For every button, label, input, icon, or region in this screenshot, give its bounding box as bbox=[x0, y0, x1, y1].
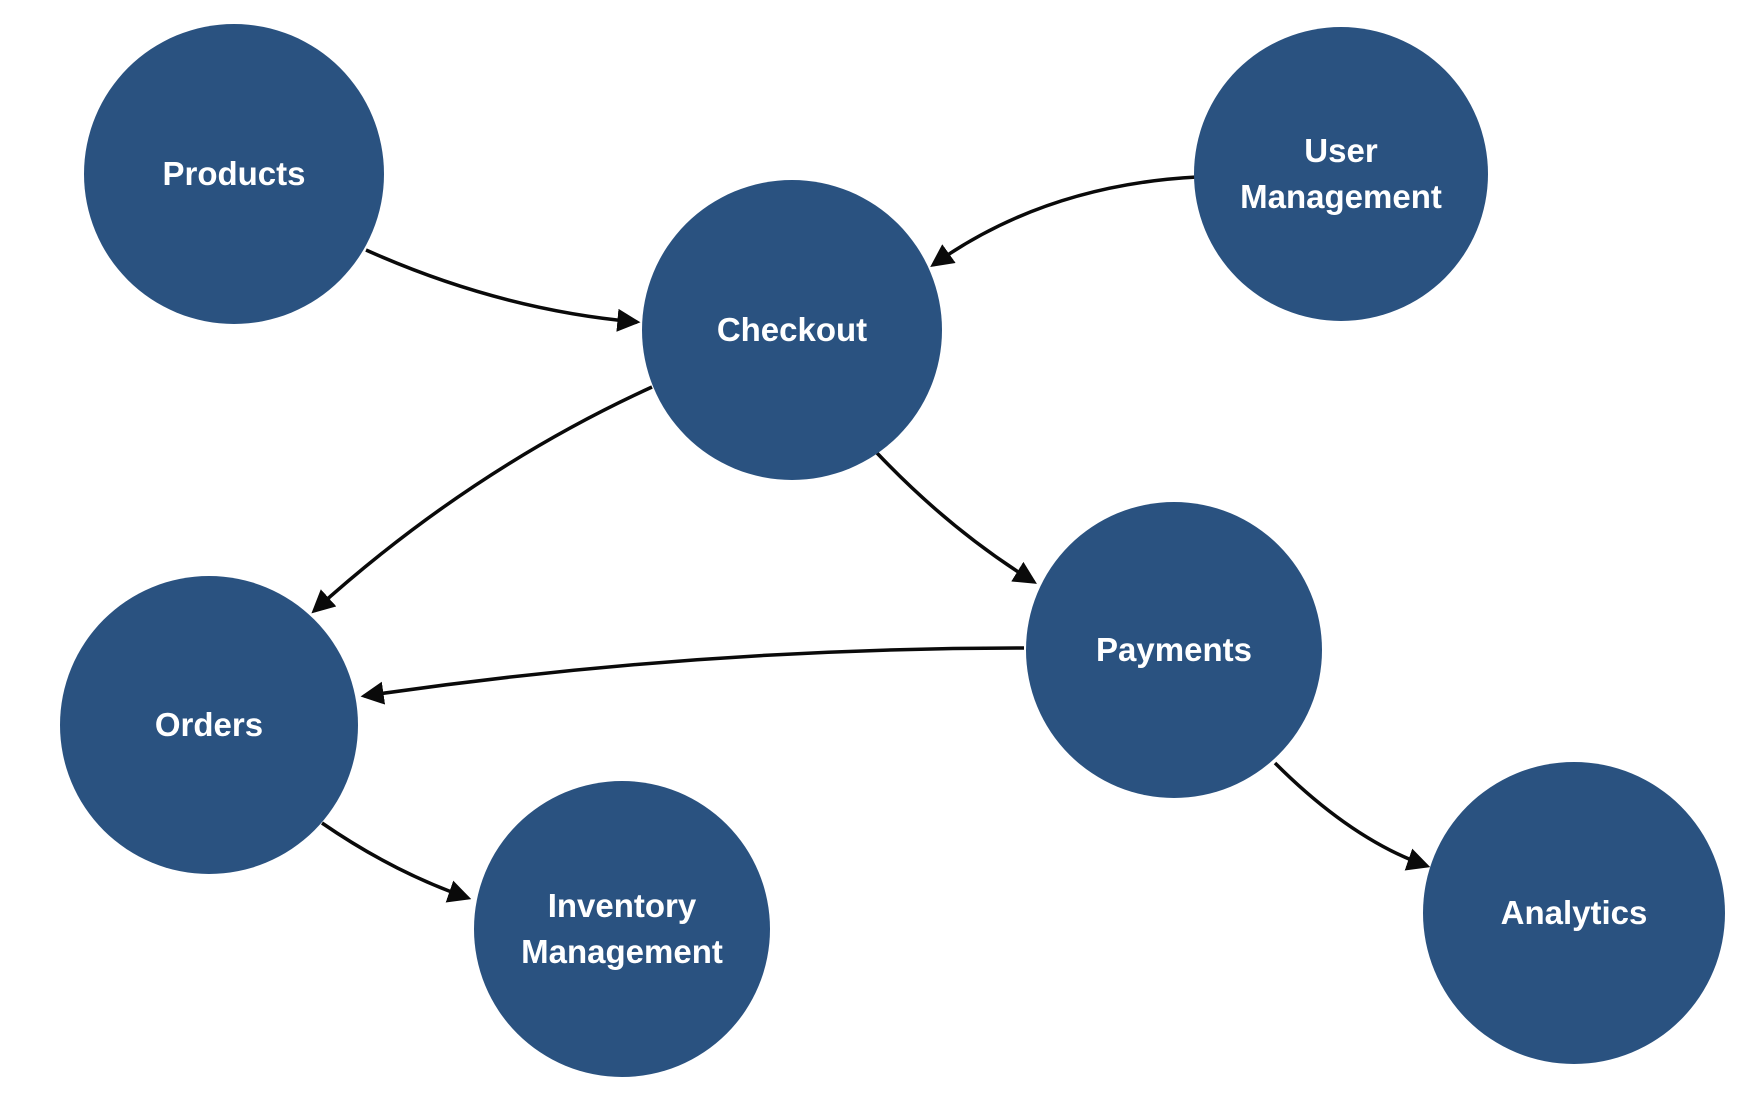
node-analytics-label: Analytics bbox=[1500, 893, 1648, 931]
node-orders-label: Orders bbox=[154, 705, 264, 743]
node-products[interactable]: Products bbox=[84, 24, 384, 324]
node-inventory-management-label: Inventory Management bbox=[521, 886, 723, 970]
node-payments-label: Payments bbox=[1096, 630, 1252, 668]
edge-checkout-to-payments bbox=[875, 451, 1037, 584]
edge-checkout-to-orders bbox=[311, 385, 653, 614]
node-inventory-management[interactable]: Inventory Management bbox=[474, 781, 770, 1077]
edge-payments-to-orders bbox=[360, 646, 1025, 705]
edge-products-to-checkout bbox=[365, 248, 641, 332]
node-payments[interactable]: Payments bbox=[1026, 502, 1322, 798]
node-checkout-label: Checkout bbox=[716, 310, 868, 348]
node-checkout[interactable]: Checkout bbox=[642, 180, 942, 480]
node-orders[interactable]: Orders bbox=[60, 576, 358, 874]
edge-orders-to-inventory-management bbox=[321, 821, 472, 903]
node-user-management[interactable]: User Management bbox=[1194, 27, 1488, 321]
node-user-management-label: User Management bbox=[1240, 131, 1442, 215]
node-analytics[interactable]: Analytics bbox=[1423, 762, 1725, 1064]
node-products-label: Products bbox=[162, 154, 306, 192]
edge-payments-to-analytics bbox=[1273, 761, 1431, 871]
edge-user-management-to-checkout bbox=[930, 175, 1198, 268]
